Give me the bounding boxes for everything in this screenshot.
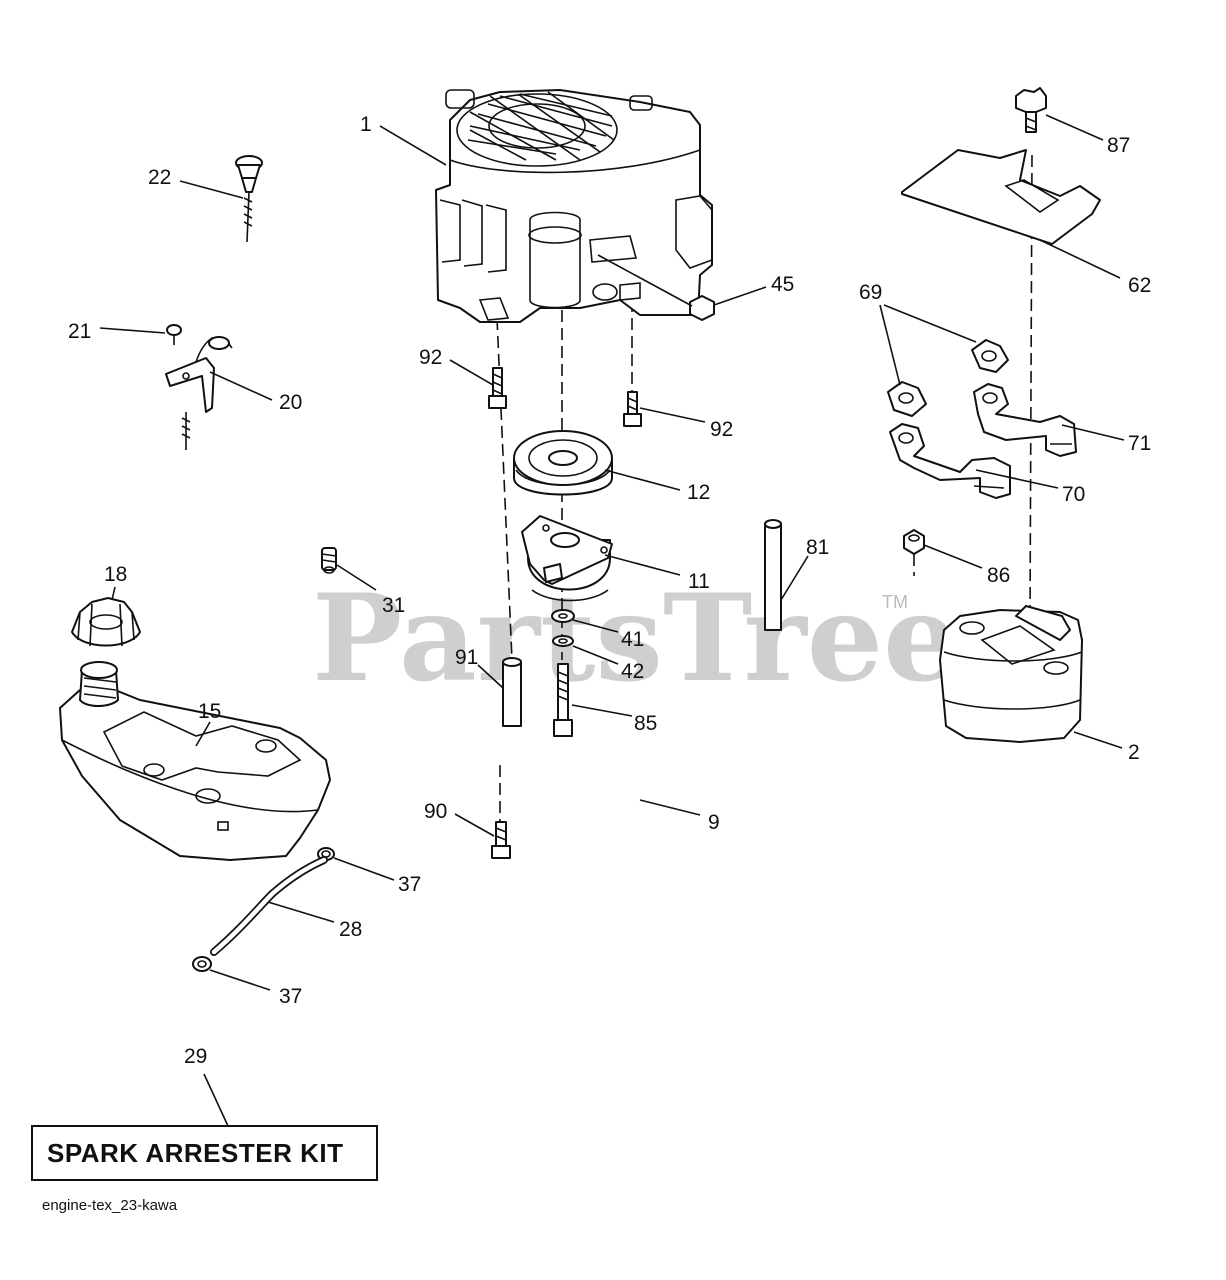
leader-washer-41 xyxy=(572,619,619,633)
callout-engine: 1 xyxy=(360,113,372,136)
pulley-part xyxy=(513,430,613,496)
leader-clamp-upper xyxy=(333,857,395,881)
exhaust-pipe-70-part xyxy=(889,423,1011,499)
fuel-line-part xyxy=(210,856,328,956)
clutch-part xyxy=(521,515,613,602)
diagram-code: engine-tex_23-kawa xyxy=(42,1197,178,1214)
callout-exhaust-pipe-71: 71 xyxy=(1128,432,1151,455)
callout-fuel-line: 28 xyxy=(339,918,362,941)
nut-86-part xyxy=(903,529,925,576)
bolt-85-part xyxy=(553,663,573,737)
engine-part xyxy=(435,89,713,323)
callout-choke-knob: 22 xyxy=(148,166,171,189)
leader-nut-45 xyxy=(713,286,767,306)
leader-bolt-90 xyxy=(454,813,495,837)
leader-heat-shield xyxy=(1039,239,1121,279)
heat-shield-part xyxy=(901,149,1101,245)
callout-kit: 29 xyxy=(184,1045,207,1068)
leader-clamp-lower xyxy=(209,969,271,991)
pin-81-part xyxy=(764,519,782,631)
leader-fuel-line xyxy=(267,901,335,923)
callout-bracket-9: 9 xyxy=(708,811,720,834)
callout-bolt-92-left: 92 xyxy=(419,346,442,369)
watermark-text: PartsTree xyxy=(312,568,959,709)
callout-muffler: 2 xyxy=(1128,741,1140,764)
bolt-90-part xyxy=(491,821,511,859)
bracket-9-part xyxy=(492,761,684,874)
leader-fuel-tank xyxy=(195,721,211,747)
callout-exhaust-pipe-70: 70 xyxy=(1062,483,1085,506)
leader-muffler xyxy=(1073,731,1123,749)
leader-bolt-92-right xyxy=(639,407,706,423)
clamp-lower-part xyxy=(192,956,212,972)
callout-pulley: 12 xyxy=(687,481,710,504)
leader-gasket-upper xyxy=(883,304,977,343)
gasket-lower-part xyxy=(887,381,927,417)
exhaust-pipe-71-part xyxy=(973,383,1077,457)
washer-42-part xyxy=(552,635,574,647)
leader-bolt-87 xyxy=(1045,114,1104,141)
callout-fuel-tank: 15 xyxy=(198,700,221,723)
callout-bolt-90: 90 xyxy=(424,800,447,823)
callout-bolt-92-right: 92 xyxy=(710,418,733,441)
callout-bolt-87: 87 xyxy=(1107,134,1130,157)
fuel-cap-part xyxy=(71,597,141,647)
leader-exhaust-pipe-71 xyxy=(1061,424,1125,441)
leader-washer-42 xyxy=(572,645,619,665)
callout-bolt-85: 85 xyxy=(634,712,657,735)
muffler-part xyxy=(939,605,1083,743)
control-bracket-part xyxy=(165,336,233,450)
spark-arrester-kit-box xyxy=(31,1125,378,1181)
leader-pulley xyxy=(604,469,681,491)
callout-heat-shield: 62 xyxy=(1128,274,1151,297)
set-screw-part xyxy=(321,547,337,574)
leader-fuel-cap xyxy=(111,586,116,601)
leader-control-bracket xyxy=(209,371,273,401)
spark-arrester-kit-label: SPARK ARRESTER KIT xyxy=(47,1138,343,1168)
callout-spacer-91: 91 xyxy=(455,646,478,669)
callout-control-bracket: 20 xyxy=(279,391,302,414)
callout-clutch: 11 xyxy=(688,570,710,593)
callout-set-screw: 31 xyxy=(382,594,405,617)
callout-clamp-upper: 37 xyxy=(398,873,421,896)
bolt-92-right-part xyxy=(623,391,642,427)
washer-41-part xyxy=(551,609,575,623)
choke-knob-part xyxy=(235,155,263,243)
leader-engine xyxy=(379,125,447,166)
callout-washer-42: 42 xyxy=(621,660,644,683)
callout-washer-41: 41 xyxy=(621,628,644,651)
leader-bracket-9 xyxy=(639,799,701,816)
screw-21-part xyxy=(166,324,182,345)
leader-kit xyxy=(203,1073,229,1127)
callout-gaskets: 69 xyxy=(859,281,882,304)
leader-choke-knob xyxy=(179,180,244,199)
callout-clamp-lower: 37 xyxy=(279,985,302,1008)
callout-nut-86: 86 xyxy=(987,564,1010,587)
callout-pin-81: 81 xyxy=(806,536,829,559)
leader-bolt-85 xyxy=(571,704,633,717)
leader-nut-86 xyxy=(923,544,983,569)
gasket-upper-part xyxy=(971,339,1009,373)
leader-gasket-lower xyxy=(879,304,901,386)
watermark-trademark: TM xyxy=(882,592,908,612)
leader-exhaust-pipe-70 xyxy=(975,469,1059,489)
callout-fuel-cap: 18 xyxy=(104,563,127,586)
spacer-91-part xyxy=(502,657,522,727)
callout-nut-45: 45 xyxy=(771,273,794,296)
bolt-87-part xyxy=(1015,87,1047,133)
leader-set-screw xyxy=(336,564,377,591)
callout-screw-21: 21 xyxy=(68,320,91,343)
leader-bolt-92-left xyxy=(449,359,494,386)
leader-screw-21 xyxy=(99,327,166,334)
leader-pin-81 xyxy=(780,555,809,601)
fuel-tank-part xyxy=(59,661,331,861)
nut-45-part xyxy=(597,254,715,321)
leader-clutch xyxy=(604,554,681,576)
bolt-92-left-part xyxy=(488,367,507,409)
leader-spacer-91 xyxy=(477,664,504,689)
